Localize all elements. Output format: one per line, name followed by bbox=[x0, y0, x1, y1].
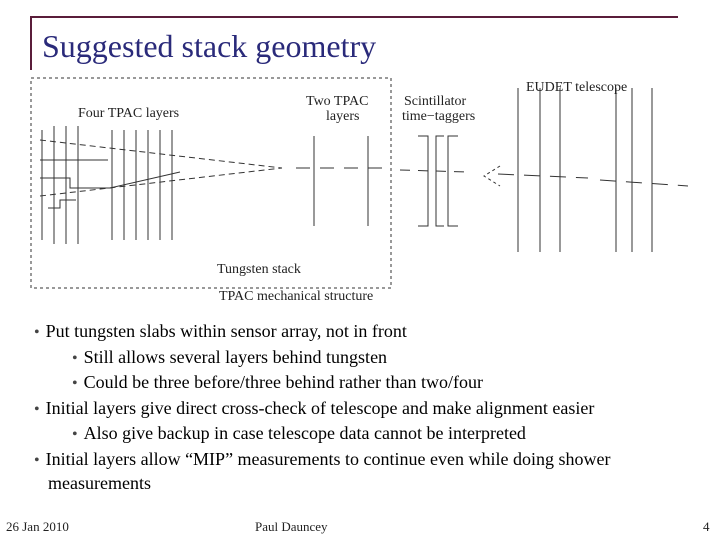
bullet-marker: • bbox=[34, 451, 40, 469]
bullet-item: •Initial layers give direct cross-check … bbox=[34, 397, 595, 418]
label-two-tpac: Two TPAC bbox=[306, 94, 369, 109]
bullet-marker: • bbox=[72, 375, 78, 392]
bullet-marker: • bbox=[72, 349, 78, 367]
label-tungsten-stack: Tungsten stack bbox=[217, 262, 301, 277]
label-four-tpac: Four TPAC layers bbox=[78, 106, 180, 121]
footer-date: 26 Jan 2010 bbox=[6, 519, 69, 534]
bullet-subitem: •Also give backup in case telescope data… bbox=[72, 423, 526, 443]
title-frame-left bbox=[30, 16, 32, 70]
bullet-subitem: •Could be three before/three behind rath… bbox=[72, 372, 483, 392]
label-time-taggers: time−taggers bbox=[402, 109, 476, 124]
diagram-drawing bbox=[30, 77, 689, 289]
label-mechanical-structure: TPAC mechanical structure bbox=[219, 289, 374, 304]
slide-title: Suggested stack geometry bbox=[42, 28, 377, 64]
stack-geometry-diagram: Four TPAC layers Two TPAC layers Scintil… bbox=[0, 60, 720, 310]
title-frame-top bbox=[30, 16, 678, 18]
footer-page-number: 4 bbox=[703, 519, 710, 534]
label-scintillator: Scintillator bbox=[404, 94, 467, 109]
bullet-item: •Put tungsten slabs within sensor array,… bbox=[34, 321, 407, 341]
bullet-marker: • bbox=[34, 324, 40, 341]
bullet-item: •Initial layers allow “MIP” measurements… bbox=[34, 448, 611, 494]
footer-author: Paul Dauncey bbox=[255, 519, 328, 534]
label-eudet-telescope: EUDET telescope bbox=[526, 80, 628, 95]
bullet-list: •Put tungsten slabs within sensor array,… bbox=[28, 320, 708, 496]
mechanical-structure-outline bbox=[30, 77, 392, 289]
bullet-marker: • bbox=[34, 400, 40, 418]
bullet-subitem: •Still allows several layers behind tung… bbox=[72, 346, 388, 367]
label-layers: layers bbox=[326, 109, 360, 124]
bullet-marker: • bbox=[72, 426, 78, 443]
